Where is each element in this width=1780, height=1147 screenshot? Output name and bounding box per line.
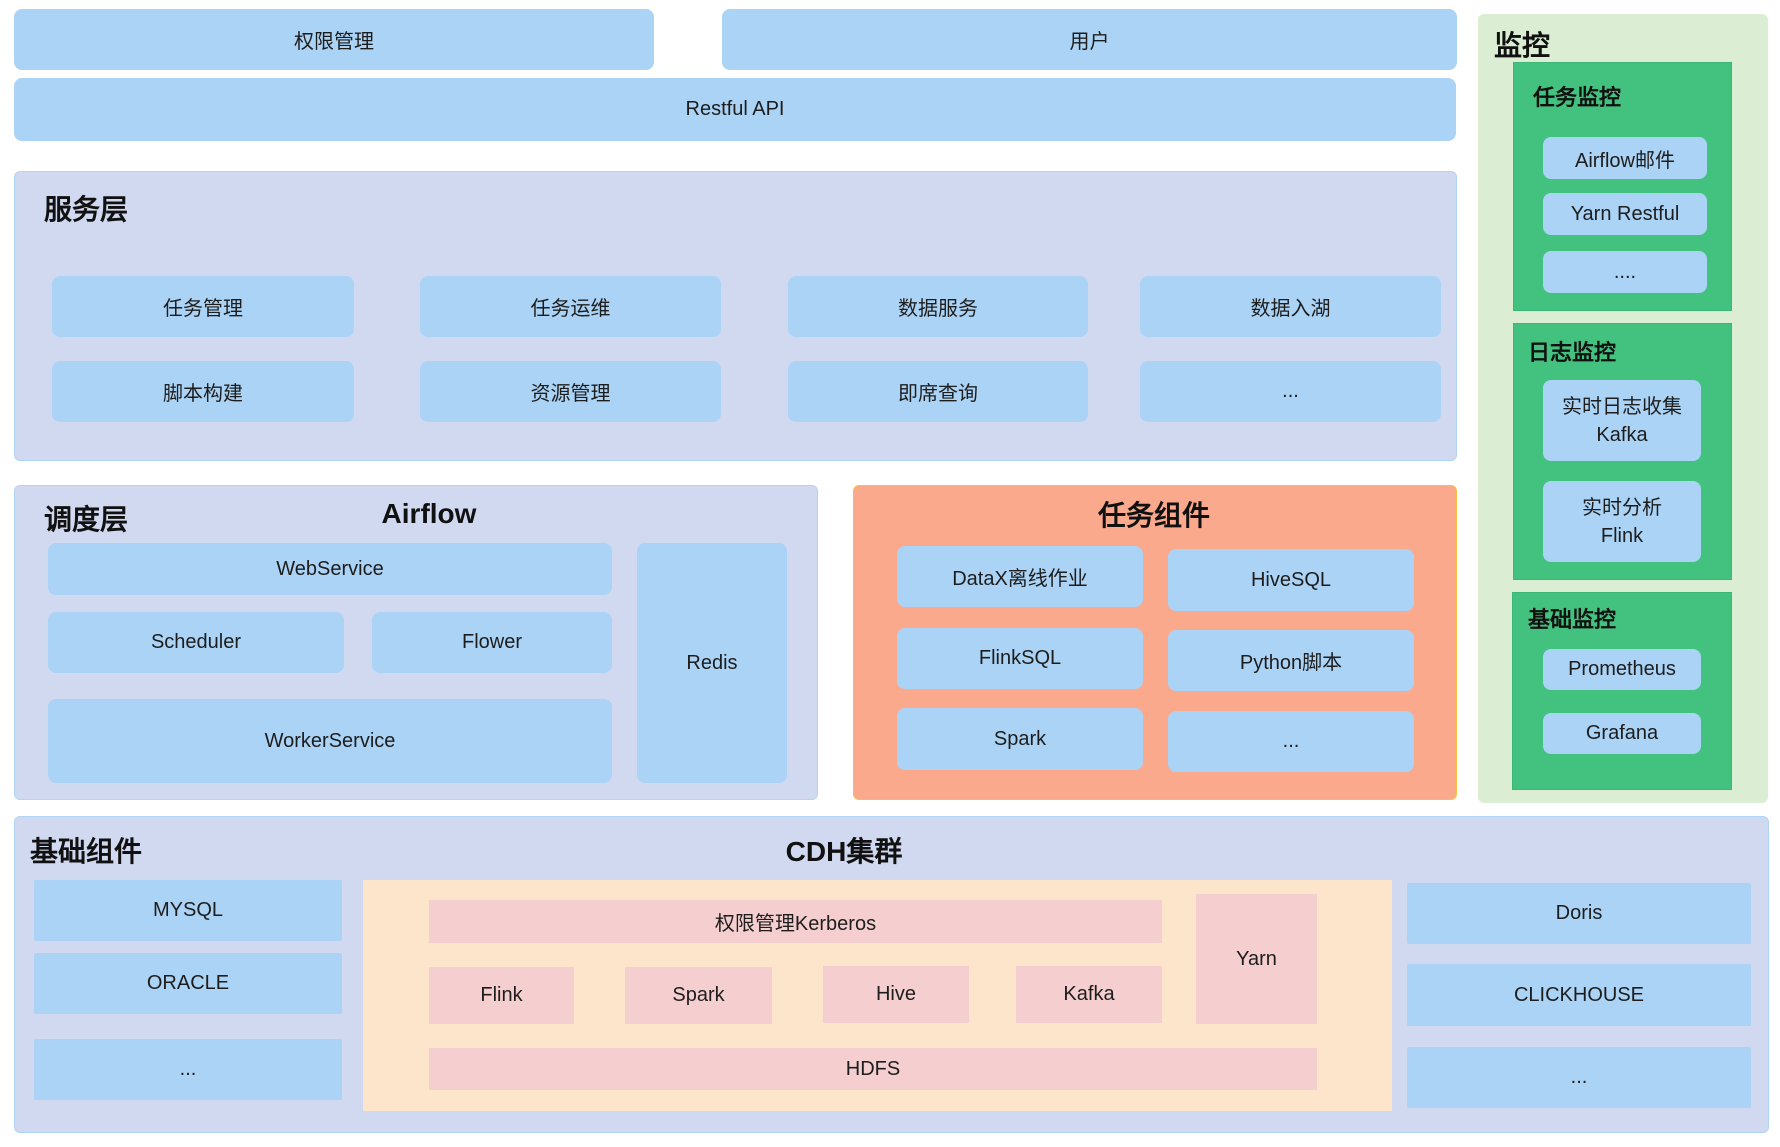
service-layer-title: 服务层 (44, 194, 129, 225)
task-component-item: HiveSQL (1168, 549, 1414, 611)
redis-box: Redis (637, 543, 787, 783)
cluster-engine: Flink (429, 967, 574, 1024)
service-item: 任务运维 (420, 276, 721, 337)
service-item: ... (1140, 361, 1441, 422)
service-item: 脚本构建 (52, 361, 354, 422)
log-item-line2: Kafka (1596, 423, 1648, 446)
monitoring-title: 监控 (1494, 30, 1551, 61)
service-item: 资源管理 (420, 361, 721, 422)
cluster-engine: Spark (625, 967, 772, 1024)
log-monitor-item: 实时日志收集 Kafka (1543, 380, 1701, 461)
service-item: 数据入湖 (1140, 276, 1441, 337)
user-box: 用户 (722, 9, 1457, 70)
service-item: 数据服务 (788, 276, 1088, 337)
olap-item: ... (1407, 1047, 1751, 1108)
restful-api-box: Restful API (14, 78, 1456, 141)
base-monitor-item: Grafana (1543, 713, 1701, 754)
scheduler-layer-title: 调度层 (44, 504, 129, 535)
task-monitor-title: 任务监控 (1533, 85, 1622, 110)
log-monitor-title: 日志监控 (1528, 340, 1617, 365)
base-monitor-panel (1512, 592, 1732, 790)
service-item: 即席查询 (788, 361, 1088, 422)
log-item-line1: 实时日志收集 (1562, 395, 1682, 418)
task-component-item: Python脚本 (1168, 630, 1414, 691)
cluster-engine: Kafka (1016, 966, 1162, 1023)
airflow-title: Airflow (381, 498, 477, 529)
cluster-engine: Hive (823, 966, 969, 1023)
log-item-line1: 实时分析 (1582, 496, 1662, 519)
task-components-title: 任务组件 (1097, 500, 1210, 531)
log-monitor-item: 实时分析 Flink (1543, 481, 1701, 562)
task-monitor-item: Airflow邮件 (1543, 137, 1707, 179)
workerservice-box: WorkerService (48, 699, 612, 783)
database-item: ... (34, 1039, 342, 1100)
foundation-title: 基础组件 (30, 836, 143, 867)
kerberos-box: 权限管理Kerberos (429, 900, 1162, 943)
database-item: MYSQL (34, 880, 342, 941)
task-component-item: FlinkSQL (897, 628, 1143, 689)
scheduler-box: Scheduler (48, 612, 344, 673)
task-component-item: DataX离线作业 (897, 546, 1143, 607)
permission-management-box: 权限管理 (14, 9, 654, 70)
base-monitor-item: Prometheus (1543, 649, 1701, 690)
service-item: 任务管理 (52, 276, 354, 337)
cdh-cluster-title: CDH集群 (785, 836, 903, 867)
database-item: ORACLE (34, 953, 342, 1014)
task-component-item: ... (1168, 711, 1414, 772)
task-monitor-item: .... (1543, 251, 1707, 293)
webservice-box: WebService (48, 543, 612, 595)
olap-item: Doris (1407, 883, 1751, 944)
olap-item: CLICKHOUSE (1407, 964, 1751, 1026)
hdfs-box: HDFS (429, 1048, 1317, 1090)
flower-box: Flower (372, 612, 612, 673)
task-monitor-item: Yarn Restful (1543, 193, 1707, 235)
log-item-line2: Flink (1600, 524, 1644, 547)
base-monitor-title: 基础监控 (1528, 607, 1617, 632)
yarn-box: Yarn (1196, 894, 1317, 1024)
task-component-item: Spark (897, 708, 1143, 770)
